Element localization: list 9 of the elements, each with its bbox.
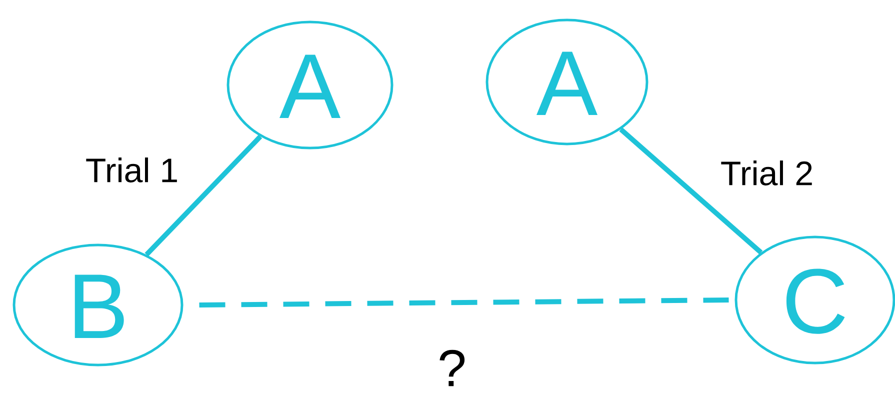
connector-line	[619, 127, 763, 254]
ellipse-node: B	[12, 244, 184, 366]
edge-label: Trial 1	[86, 158, 177, 182]
ellipse-node: A	[226, 20, 394, 150]
edge-label: Trial 2	[721, 160, 812, 186]
edge-label: ?	[440, 350, 465, 386]
ellipse-node: A	[486, 18, 648, 146]
connector-line	[144, 134, 262, 256]
connector-line	[199, 298, 729, 308]
